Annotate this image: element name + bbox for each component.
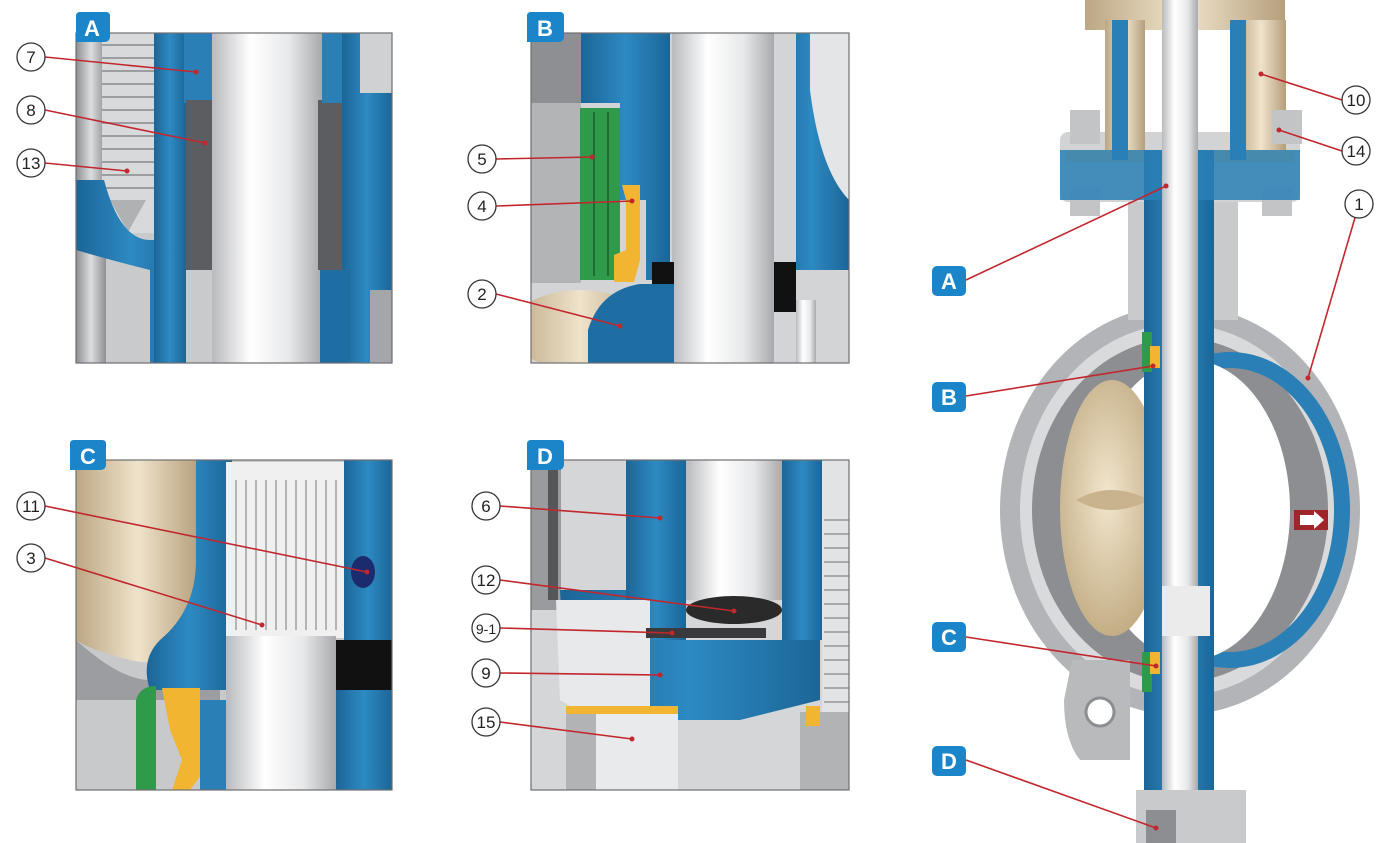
- leader-dots: [124, 69, 1311, 831]
- callout-4: 4: [477, 197, 486, 216]
- callout-7: 7: [26, 48, 35, 67]
- callout-9: 9: [481, 664, 490, 683]
- valve-stem: [1162, 0, 1198, 830]
- main-valve-view: [1000, 0, 1360, 843]
- main-marker-b-label: B: [941, 385, 957, 410]
- panel-tag-b-label: B: [537, 16, 553, 41]
- panel-tag-d-label: D: [537, 444, 553, 469]
- callout-10: 10: [1347, 91, 1366, 110]
- detail-panel-a: [75, 32, 393, 364]
- panel-tag-a-label: A: [84, 16, 100, 41]
- callout-11: 11: [22, 497, 40, 516]
- callout-6: 6: [481, 497, 490, 516]
- callout-13: 13: [22, 154, 41, 173]
- leader-lines: [44, 56, 1360, 829]
- panel-b-artwork: [531, 33, 849, 363]
- panel-tag-c: C: [70, 440, 106, 470]
- callout-12: 12: [477, 571, 496, 590]
- callout-numbers: 7 8 13 5 4 2 11 3 6 12 9-1 9 15 10 14 1: [22, 48, 1366, 732]
- main-marker-a-label: A: [941, 269, 957, 294]
- main-marker-b: B: [932, 382, 966, 412]
- panel-tag-c-label: C: [80, 444, 96, 469]
- callout-2: 2: [477, 285, 486, 304]
- detail-panel-c: [75, 459, 393, 791]
- detail-panel-d: [530, 459, 850, 791]
- panel-c-artwork: [76, 460, 392, 790]
- main-marker-c: C: [932, 622, 966, 652]
- panel-tag-d: D: [527, 440, 564, 470]
- panel-tag-b: B: [527, 12, 564, 42]
- callout-8: 8: [26, 101, 35, 120]
- callout-15: 15: [477, 713, 496, 732]
- callout-bubbles: [16, 42, 1374, 737]
- main-marker-d-label: D: [941, 749, 957, 774]
- panel-a-artwork: [76, 33, 392, 363]
- callout-5: 5: [477, 150, 486, 169]
- panel-d-artwork: [531, 460, 849, 790]
- callout-14: 14: [1347, 142, 1366, 161]
- panel-tag-a: A: [76, 12, 110, 42]
- callout-3: 3: [26, 549, 35, 568]
- callout-1: 1: [1354, 195, 1363, 214]
- main-marker-a: A: [932, 266, 966, 296]
- main-marker-d: D: [932, 746, 966, 776]
- detail-panel-b: [530, 32, 850, 364]
- callout-9-1: 9-1: [476, 621, 496, 637]
- main-marker-c-label: C: [941, 625, 957, 650]
